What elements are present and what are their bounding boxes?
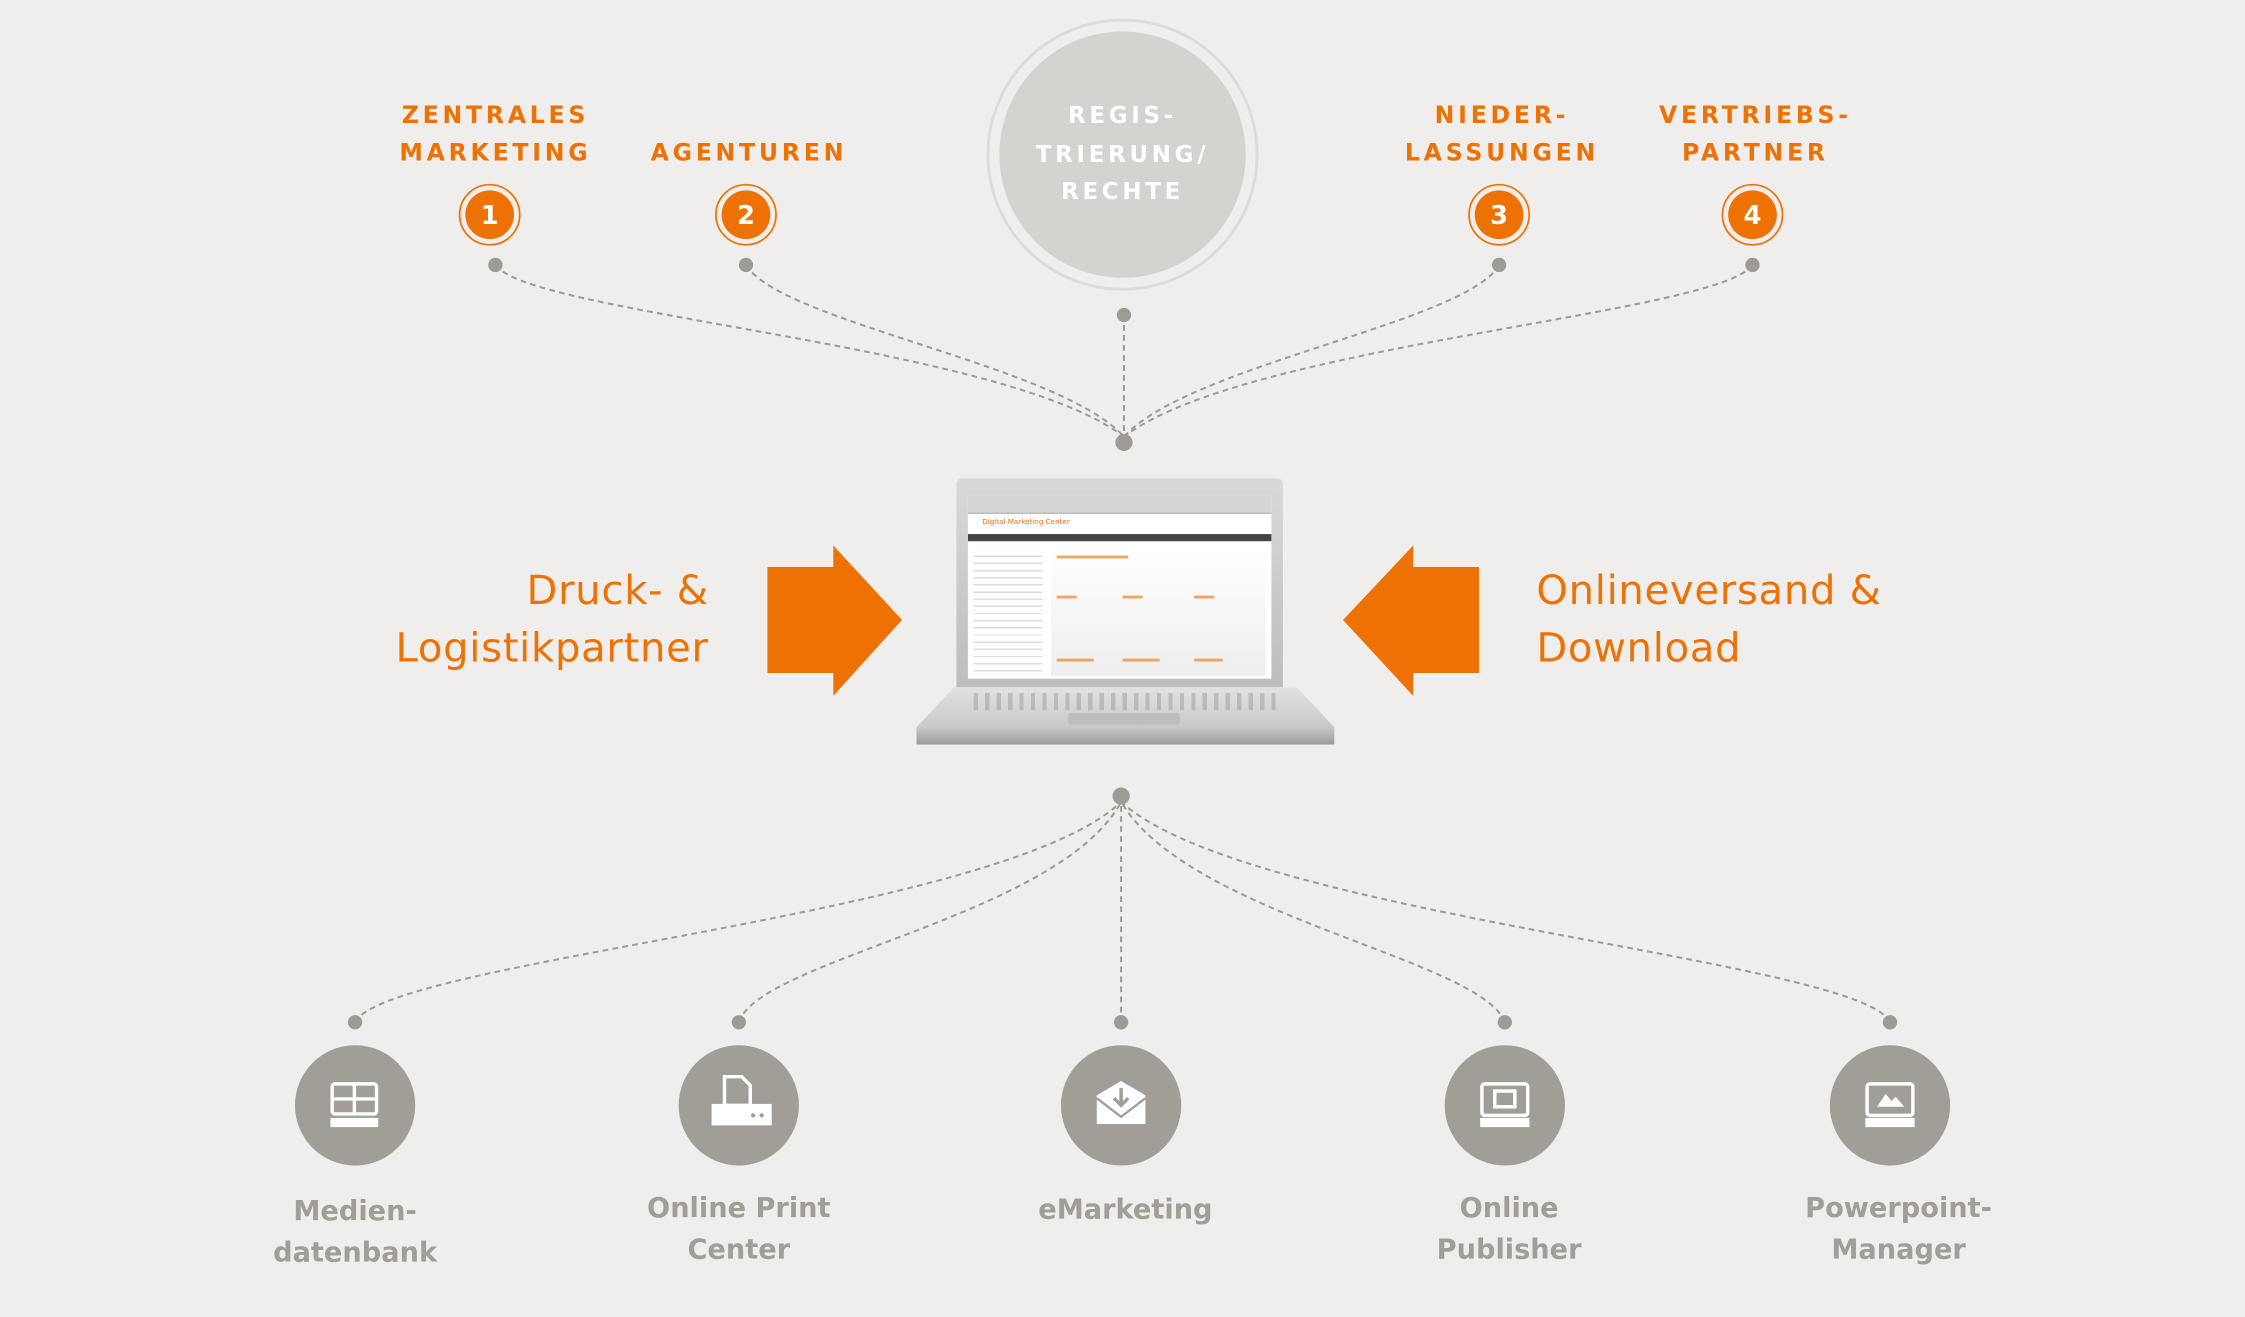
label-line: ZENTRALES	[401, 101, 590, 129]
connector-module-1	[354, 801, 1122, 1023]
laptop-image: Digital Marketing Center	[916, 478, 1335, 753]
registration-ring	[986, 18, 1259, 291]
dot	[738, 257, 754, 273]
label-line: Online	[1459, 1192, 1559, 1225]
connector-4	[1123, 264, 1754, 438]
source-label-niederlassungen: NIEDER- LASSUNGEN	[1359, 97, 1645, 171]
registration-circle	[999, 31, 1246, 278]
dot	[1745, 257, 1760, 273]
laptop-screen: Digital Marketing Center	[967, 495, 1272, 679]
label-line: PARTNER	[1681, 138, 1829, 167]
badge-number: 1	[480, 201, 499, 232]
connector-3	[1123, 264, 1500, 438]
label-line: Manager	[1831, 1234, 1966, 1266]
screen-content	[1050, 549, 1266, 676]
label-line: REGIS-	[1068, 101, 1178, 129]
connector-module-5	[1120, 801, 1891, 1023]
label-line: RECHTE	[1061, 177, 1184, 205]
publisher-monitor-icon	[1480, 1082, 1530, 1128]
label-line: eMarketing	[1038, 1194, 1213, 1226]
connector-module-2	[737, 801, 1122, 1023]
label-line: Logistikpartner	[395, 624, 709, 672]
source-label-agenturen: AGENTUREN	[606, 135, 892, 172]
badge-number: 3	[1490, 201, 1509, 232]
label-line: VERTRIEBS-	[1658, 101, 1852, 129]
dot	[347, 1015, 363, 1030]
number-badges	[458, 183, 1784, 246]
dot	[1491, 257, 1507, 273]
presentation-monitor-icon	[1865, 1082, 1915, 1128]
label-line: Onlineversand &	[1536, 566, 1882, 615]
label-line: Publisher	[1436, 1234, 1582, 1266]
label-line: Online Print	[647, 1192, 831, 1225]
source-label-vertriebspartner: VERTRIEBS- PARTNER	[1612, 97, 1898, 171]
dot	[488, 257, 503, 273]
label-line: MARKETING	[399, 138, 592, 167]
source-label-zentrales-marketing: ZENTRALES MARKETING	[352, 97, 638, 171]
connector-module-4	[1120, 801, 1506, 1023]
label-line: LASSUNGEN	[1404, 138, 1599, 167]
laptop-trackpad	[1068, 713, 1180, 725]
label-line: Druck- &	[526, 566, 709, 615]
label-line: Powerpoint-	[1805, 1192, 1992, 1225]
label-line: Download	[1536, 624, 1742, 672]
print-fax-icon	[711, 1074, 772, 1126]
dot	[731, 1015, 746, 1030]
label-line: NIEDER-	[1434, 101, 1570, 129]
label-line: Medien-	[293, 1195, 417, 1228]
badge-number: 4	[1743, 201, 1762, 232]
laptop-lid: Digital Marketing Center	[956, 478, 1283, 688]
label-line: Center	[687, 1234, 791, 1266]
registration-label: REGIS- TRIERUNG/RECHTE	[979, 97, 1265, 211]
connector-2	[745, 264, 1125, 438]
dot	[1112, 787, 1130, 805]
screen-nav	[967, 534, 1272, 542]
connector-1	[494, 264, 1125, 438]
screen-brand: Digital Marketing Center	[982, 518, 1070, 527]
arrow-left-icon	[1343, 545, 1480, 696]
label-line: AGENTUREN	[650, 138, 848, 167]
dot	[1113, 1015, 1129, 1030]
arrow-right-icon	[767, 545, 903, 696]
module-powerpoint-manager: Powerpoint- Manager	[1755, 1188, 2041, 1271]
dot	[1497, 1015, 1512, 1030]
dot	[1115, 433, 1133, 452]
onlineversand-label: Onlineversand & Download	[1536, 563, 1881, 678]
module-emarketing: eMarketing	[982, 1190, 1268, 1232]
dot	[1882, 1015, 1898, 1030]
label-line: TRIERUNG/	[1035, 139, 1210, 167]
label-line: datenbank	[273, 1237, 438, 1269]
screen-sidebar	[973, 549, 1043, 676]
module-medien-datenbank: Medien-datenbank	[212, 1191, 498, 1274]
email-download-icon	[1096, 1081, 1147, 1124]
badge-number: 2	[736, 201, 755, 232]
druck-logistik-label: Druck- & Logistikpartner	[396, 563, 709, 678]
dot	[1116, 307, 1132, 323]
browser-bar	[967, 495, 1272, 515]
media-database-icon	[330, 1082, 379, 1128]
laptop-keyboard	[973, 692, 1278, 711]
